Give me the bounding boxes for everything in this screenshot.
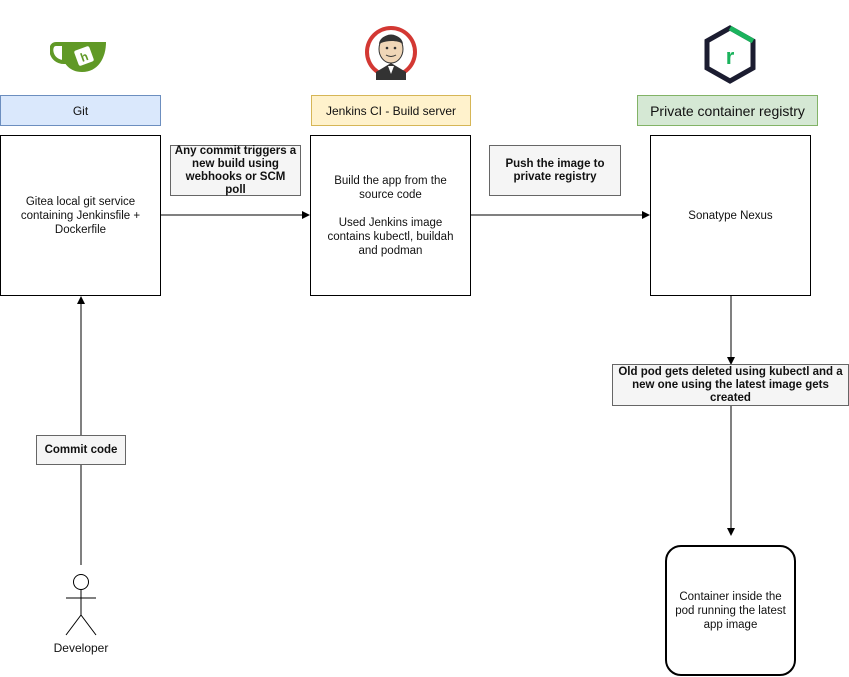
commit-label: Commit code	[36, 435, 126, 465]
build-box: Build the app from the source code Used …	[310, 135, 471, 296]
registry-header: Private container registry	[637, 95, 818, 126]
gitea-box: Gitea local git service containing Jenki…	[0, 135, 161, 296]
git-header: Git	[0, 95, 161, 126]
redeploy-label: Old pod gets deleted using kubectl and a…	[612, 364, 849, 406]
developer-label: Developer	[53, 641, 109, 655]
jenkins-header: Jenkins CI - Build server	[311, 95, 471, 126]
developer-actor-icon	[65, 574, 97, 636]
nexus-logo-letter: r	[726, 44, 735, 69]
push-label: Push the image to private registry	[489, 145, 621, 196]
nexus-box: Sonatype Nexus	[650, 135, 811, 296]
container-box: Container inside the pod running the lat…	[665, 545, 796, 676]
svg-text:h: h	[78, 49, 90, 65]
jenkins-logo-icon	[365, 26, 417, 80]
nexus-logo-icon: r	[704, 25, 756, 84]
gitea-logo-icon: h	[50, 42, 106, 72]
trigger-label: Any commit triggers a new build using we…	[170, 145, 301, 196]
